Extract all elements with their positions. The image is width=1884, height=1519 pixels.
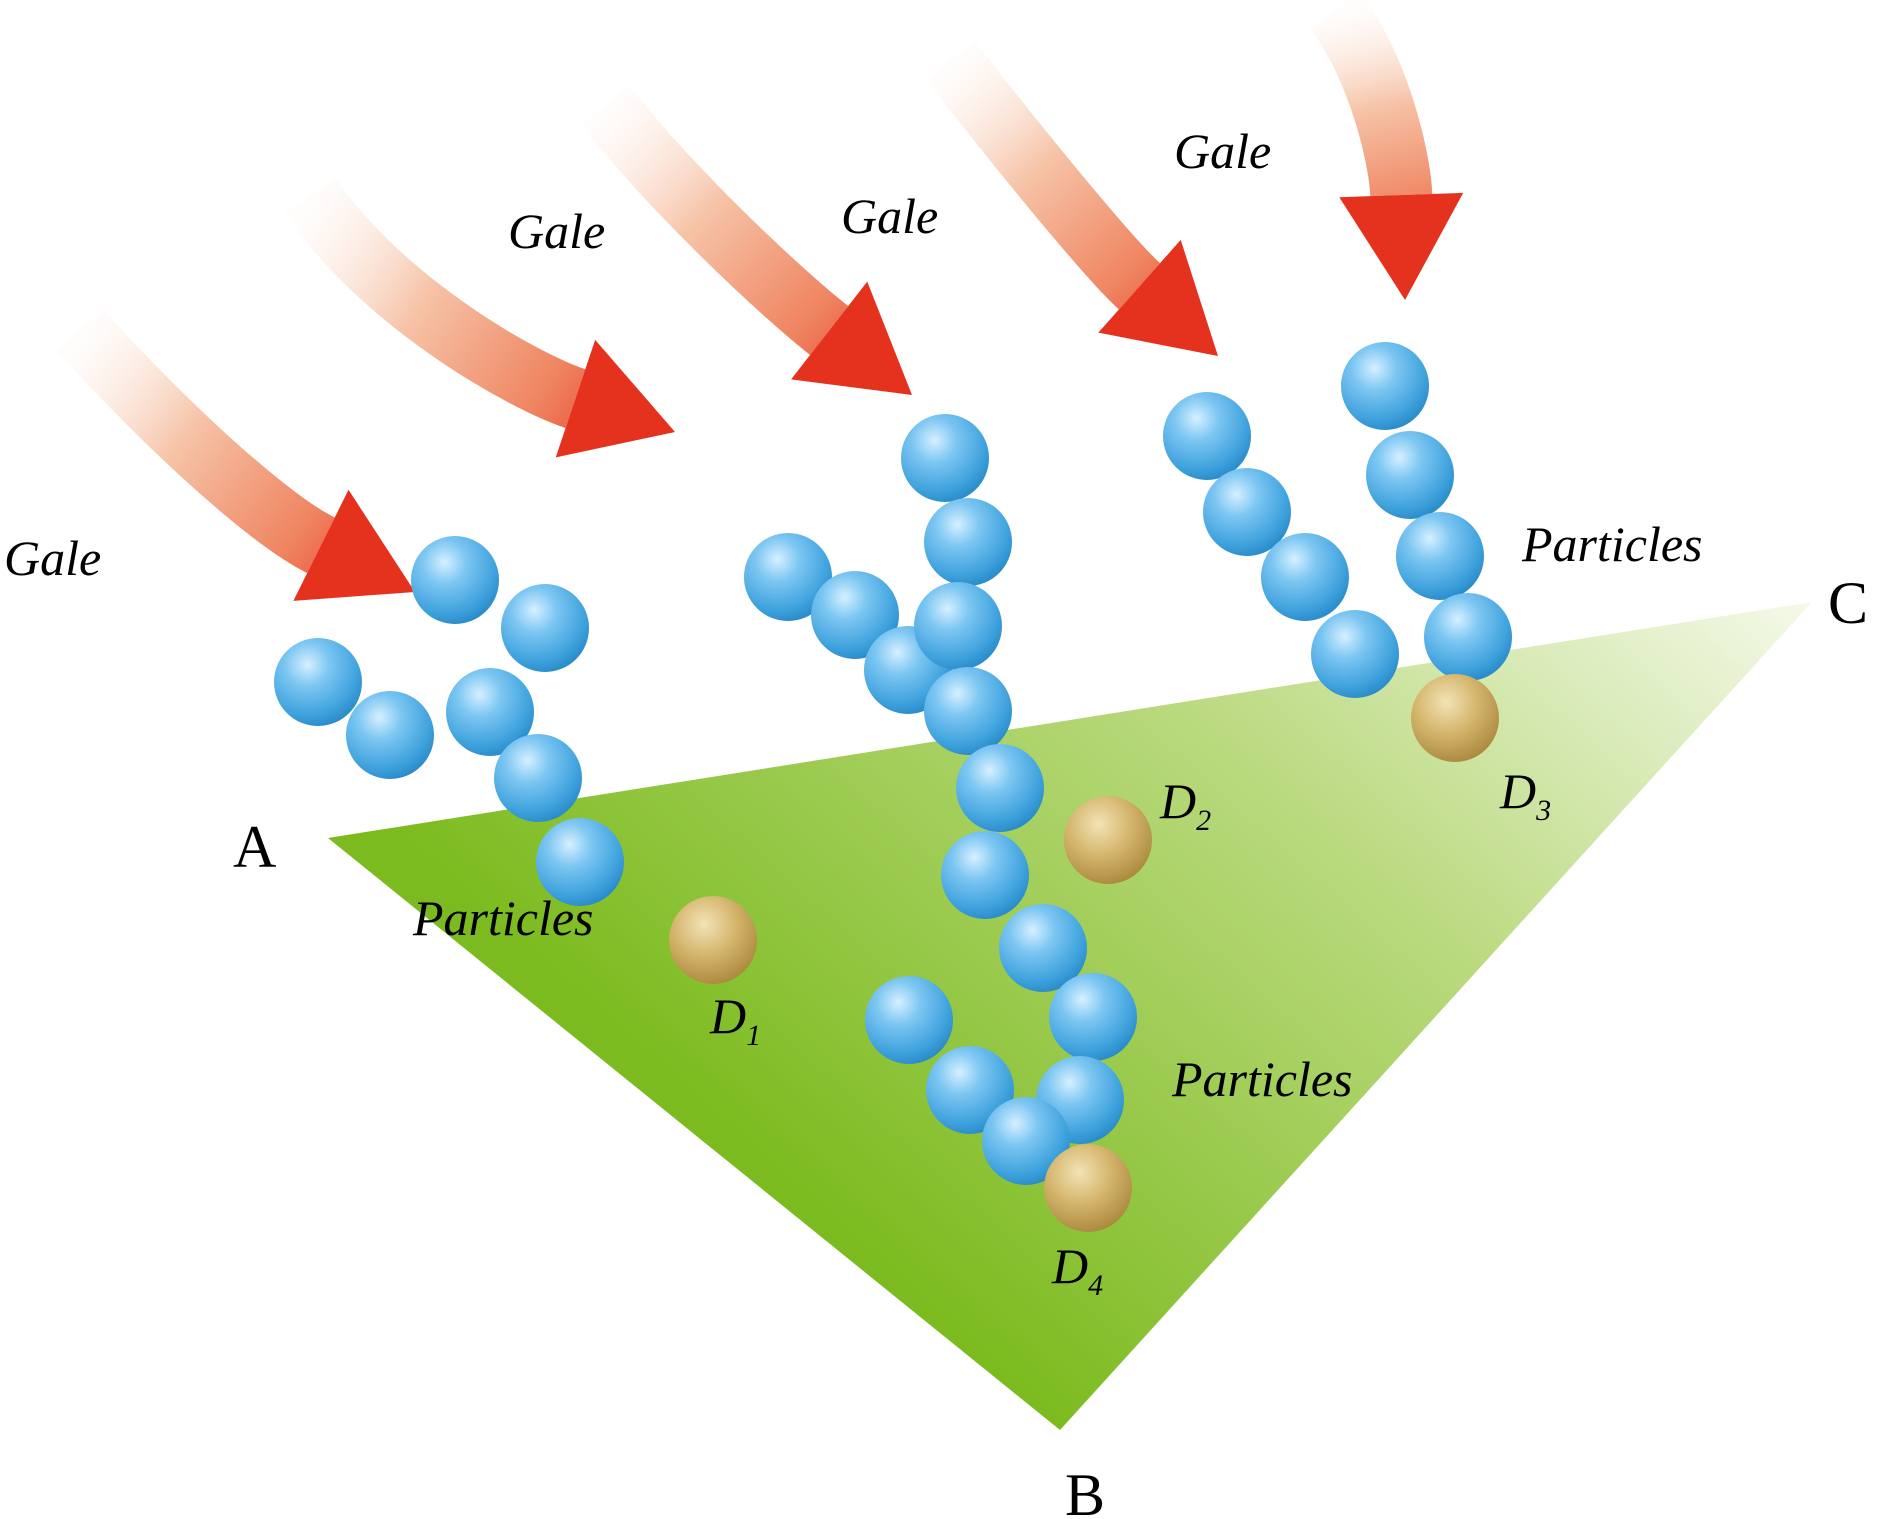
gale-arrow-5 [1309,0,1464,300]
deposit-label-d2: D2 [1159,773,1211,837]
gale-label-4: Gale [1174,123,1271,179]
gale-label-2: Gale [508,203,605,259]
deposit-particle-d1 [669,896,757,984]
gale-label-3: Gale [841,188,938,244]
particle-5-2 [1366,431,1454,519]
particle-4-2 [1203,468,1291,556]
particle-1-2 [346,691,434,779]
particle-3-4 [901,414,989,502]
particle-4-4 [1311,610,1399,698]
gale-arrow-3 [580,85,912,395]
particle-1-1 [274,638,362,726]
deposit-label-d1: D1 [709,988,761,1052]
gale-arrow-2 [284,177,675,458]
particles-label-2: Particles [1521,516,1703,572]
deposit-particle-d3 [1411,674,1499,762]
particle-4-3 [1261,533,1349,621]
particle-5-4 [1424,593,1512,681]
particles-label-3: Particles [1171,1051,1353,1107]
particle-6-2 [999,904,1087,992]
particle-3-5 [924,498,1012,586]
particle-6-7 [982,1097,1070,1185]
particle-6-5 [865,976,953,1064]
particles-label-1: Particles [412,890,594,946]
particle-3-6 [914,582,1002,670]
particle-3-1 [744,533,832,621]
deposit-particle-d4 [1044,1144,1132,1232]
gale-arrows [56,0,1464,601]
deposit-particles [669,674,1499,1232]
particle-chains [274,342,1512,1185]
deposit-label-d4: D4 [1051,1238,1103,1302]
particle-6-3 [1049,973,1137,1061]
particle-1-5 [501,584,589,672]
vertex-label-b: B [1065,1462,1105,1519]
particle-5-3 [1396,512,1484,600]
particle-2-1 [494,734,582,822]
particle-1-4 [446,668,534,756]
particle-3-7 [924,667,1012,755]
gale-arrow-1 [56,309,415,601]
gale-label-1: Gale [4,530,101,586]
particle-6-1 [941,831,1029,919]
particle-2-2 [536,818,624,906]
particle-1-3 [411,536,499,624]
particle-3-2 [811,571,899,659]
particle-4-1 [1163,392,1251,480]
gale-arrow-4 [925,40,1218,356]
particle-3-8 [956,744,1044,832]
particle-6-6 [926,1046,1014,1134]
vertex-label-a: A [233,814,276,880]
vertex-label-c: C [1828,570,1868,636]
deposit-particle-d2 [1064,796,1152,884]
particle-5-1 [1341,342,1429,430]
deposit-label-d3: D3 [1499,763,1551,827]
